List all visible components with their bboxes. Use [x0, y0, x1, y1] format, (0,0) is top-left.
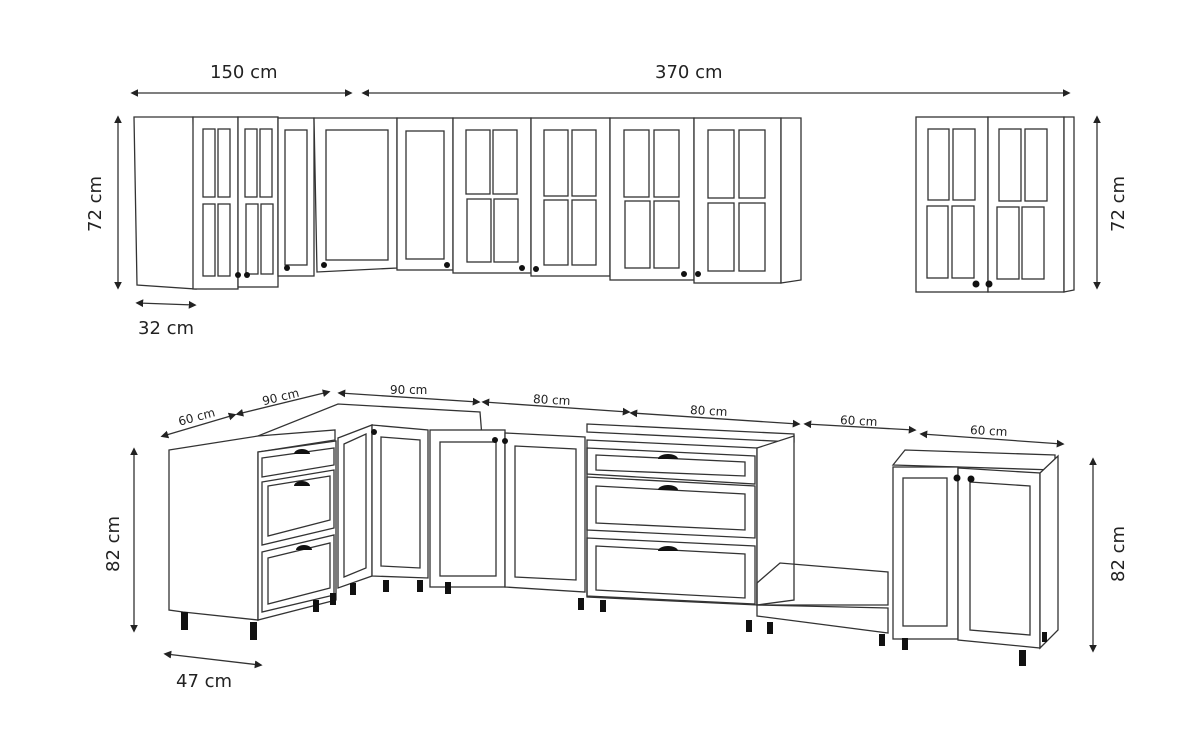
base-depth-label: 47 cm [176, 671, 233, 692]
base-height-right-label: 82 cm [1108, 525, 1129, 582]
base-width-label-4: 80 cm [532, 392, 571, 408]
wall-left-width-label: 150 cm [210, 62, 278, 83]
wall-depth-label: 32 cm [138, 318, 195, 339]
base-height-left-label: 82 cm [103, 515, 124, 572]
base-width-label-7: 60 cm [969, 423, 1008, 439]
wall-right-width-label: 370 cm [655, 62, 723, 83]
base-width-label-3: 90 cm [390, 383, 428, 397]
base-width-label-5: 80 cm [689, 403, 728, 419]
wall-height-left-label: 72 cm [85, 175, 106, 232]
base-width-label-6: 60 cm [839, 413, 878, 429]
wall-height-right-label: 72 cm [1108, 175, 1129, 232]
